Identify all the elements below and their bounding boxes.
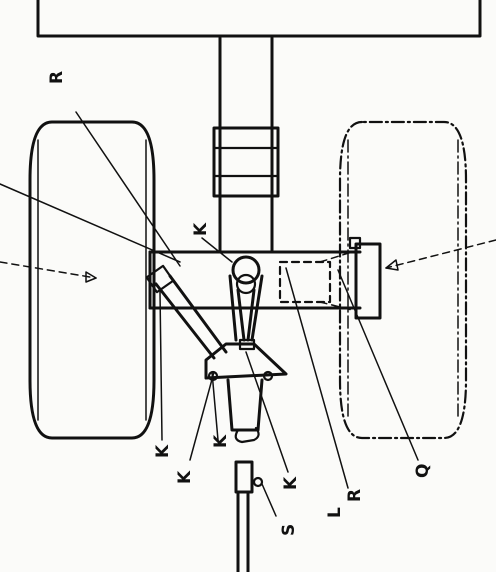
label-l: L [325,507,345,518]
main-strut [212,36,280,252]
label-r-bottom: R [345,489,365,502]
lock-mechanism-dashed [278,251,353,311]
label-k-top: K [191,222,211,236]
ball-joint [231,255,261,295]
steering-rod [234,460,264,572]
label-k-1: K [153,444,173,458]
hub-cap [348,236,382,320]
diagonal-brace [145,264,228,360]
label-k-4: K [281,476,301,490]
fuselage-body [36,0,482,38]
leader-lines [0,111,496,517]
label-q: Q [413,464,433,478]
label-k-3: K [211,434,231,448]
right-tire-phantom [338,120,468,440]
tow-fitting [226,378,264,444]
label-k-2: K [175,470,195,484]
label-s: S [279,524,299,536]
left-tire [28,120,156,440]
label-r-top: R [47,71,67,84]
lower-linkage [204,342,288,382]
torque-links [228,274,264,351]
axle [148,250,362,310]
